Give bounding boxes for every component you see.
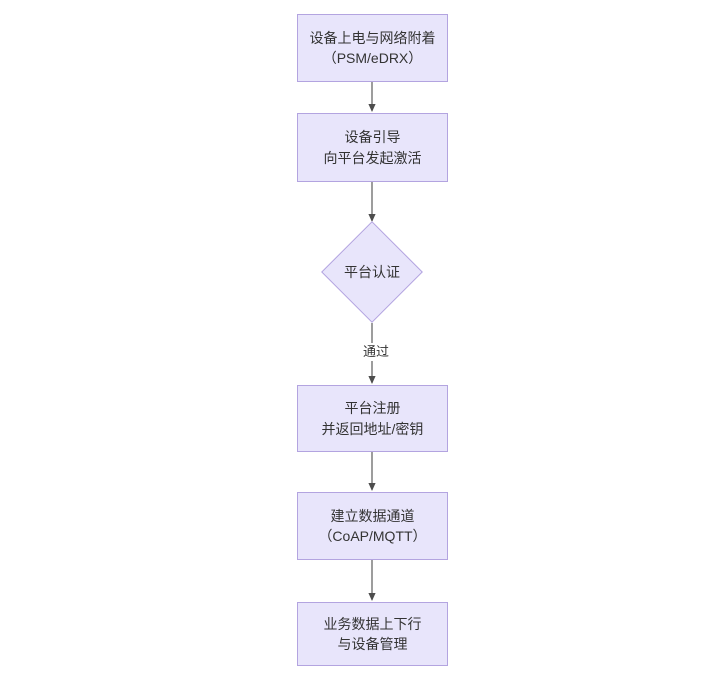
node-power-on-network-attach[interactable]: 设备上电与网络附着 （PSM/eDRX） — [297, 14, 448, 82]
node-label-line2: （PSM/eDRX） — [322, 50, 423, 66]
edge-label-pass: 通过 — [357, 343, 395, 361]
node-label-line2: 与设备管理 — [337, 636, 408, 652]
node-label-line1: 建立数据通道 — [330, 507, 415, 524]
node-label-line1: 设备引导 — [344, 129, 401, 146]
node-business-data-and-device-management[interactable]: 业务数据上下行 与设备管理 — [297, 602, 448, 666]
node-label-line1: 平台认证 — [344, 264, 400, 280]
node-establish-data-channel[interactable]: 建立数据通道 （CoAP/MQTT） — [297, 492, 448, 560]
node-platform-registration[interactable]: 平台注册 并返回地址/密钥 — [297, 385, 448, 452]
node-platform-authentication[interactable]: 平台认证 — [321, 221, 423, 323]
node-label-line1: 业务数据上下行 — [323, 615, 422, 632]
node-label-line2: （CoAP/MQTT） — [318, 528, 427, 544]
node-label-line1: 设备上电与网络附着 — [309, 29, 436, 46]
edge-label-text: 通过 — [362, 344, 389, 359]
node-label-line1: 平台注册 — [344, 400, 401, 417]
node-label-line2: 并返回地址/密钥 — [321, 420, 424, 437]
node-label-line2: 向平台发起激活 — [323, 149, 422, 166]
node-device-bootstrap[interactable]: 设备引导 向平台发起激活 — [297, 113, 448, 182]
